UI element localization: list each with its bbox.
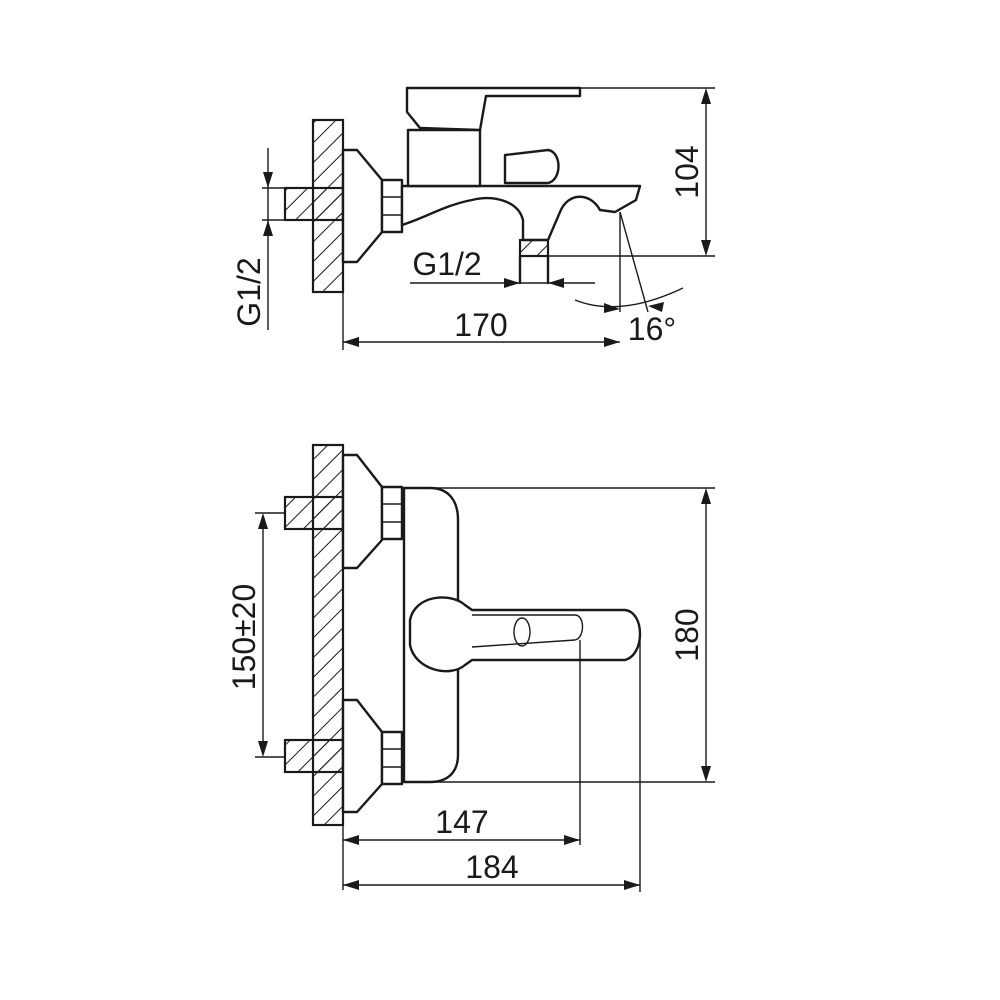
hex-nut-side: [380, 178, 404, 234]
dim-total-width-label: 184: [465, 849, 518, 885]
diverter-knob-side: [503, 148, 560, 185]
dim-angle-label: 16°: [628, 311, 676, 347]
dim-height-side-label: 104: [669, 145, 705, 198]
handle-lever-front: [408, 596, 642, 673]
inlet-pipe-top: [283, 495, 345, 531]
front-view: 180 150±20 147 184: [226, 443, 715, 892]
escutcheon-flange-top: [341, 453, 384, 570]
escutcheon-flange-side: [341, 148, 384, 264]
hex-nut-bottom: [380, 730, 404, 786]
handle-screw-front: [513, 617, 531, 647]
dim-thread-outlet-label: G1/2: [412, 246, 481, 282]
cartridge-housing-side: [406, 128, 482, 188]
dim-width-side-label: 170: [454, 307, 507, 343]
handle-lever-side: [405, 86, 582, 132]
inlet-pipe-bottom: [283, 738, 345, 774]
dim-thread-inlet-label: G1/2: [231, 257, 267, 326]
inlet-pipe-side: [283, 186, 345, 222]
dim-handle-reach-label: 147: [435, 804, 488, 840]
side-view: 104 170 G1/2 G1/2 16°: [231, 86, 715, 350]
hex-nut-top: [380, 485, 404, 541]
escutcheon-flange-bottom: [341, 698, 384, 814]
dim-height-front-label: 180: [669, 608, 705, 661]
outlet-connector-side: [518, 238, 550, 258]
mixer-body-side: [400, 184, 642, 242]
dim-center-distance-label: 150±20: [226, 584, 262, 691]
